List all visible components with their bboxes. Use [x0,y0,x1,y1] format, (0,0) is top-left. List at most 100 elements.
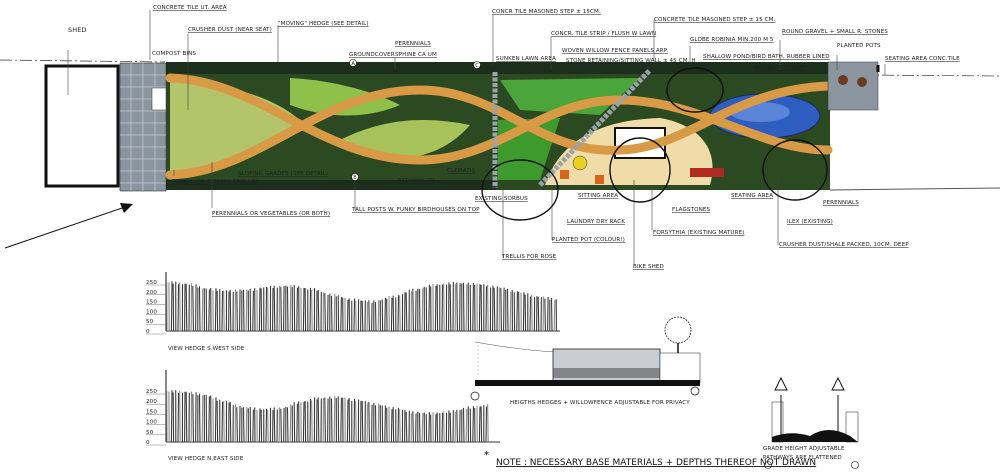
property-line [861,74,1000,77]
hedge-stem [405,292,408,332]
hedge-stem [384,405,386,443]
hedge-stem [355,401,357,443]
hedge-stem [516,291,518,332]
hedge-stem [208,289,210,332]
property-line [829,187,1000,191]
ground-section [475,380,700,386]
concrete-tile-strip [538,68,652,187]
hedge-stem [399,409,401,443]
hedge-stem [286,407,289,443]
hedge-stem [280,286,282,332]
label-bubbler: BUBBLER / FROTH [755,65,807,71]
hedge-stem [302,287,305,332]
axis-tick-label: 250 [146,280,157,286]
hedge-stem [223,290,225,332]
label-tall-posts: TALL POSTS W. FUNKY BIRDHOUSES ON TOP [351,207,480,213]
axis-tick-label: 50 [146,430,154,436]
label-concrete-tile-step: CONCRETE TILE MASONED STEP ± 15 CM. [654,17,776,23]
hedge-stem [368,300,370,332]
label-pathways: PATHWAY (S) [398,178,435,184]
hedge-stem [252,409,254,443]
hedge-stem [179,282,181,332]
label-sitting-area: SITTING AREA [578,193,618,199]
label-forsythia: FORSYTHIA (EXISTING MATURE) [653,230,745,236]
hedge-stem [390,409,393,443]
hedge-stem [317,289,320,332]
section-marker-a: A [349,59,357,67]
planted-pot-yellow [572,155,588,171]
hedge-stem [428,412,430,443]
axis-tick-label: 0 [146,440,150,446]
perennial-bed [340,120,470,158]
hedge-stem [265,286,268,332]
hedge-stem [434,285,437,332]
hedge-stem [198,286,201,332]
existing-sorbus-tree [481,159,559,221]
planted-pot [560,170,569,179]
hedge-stem [443,411,445,443]
hedge-stem [192,285,194,332]
hedge-stem [280,408,282,443]
hedge-stem [296,403,298,443]
hedge-stem [449,284,452,332]
graded-mound [772,430,858,442]
hedge-stem [252,290,254,332]
hedge-stem [333,396,336,443]
north-arrow [4,203,133,249]
label-laundry-dry-rack: LAUNDRY DRY RACK [567,219,625,225]
svg-text:B: B [353,175,357,181]
hedge-stem [465,408,468,443]
hedge-stem [478,406,481,443]
caption-sw: VIEW HEDGE S.WEST SIDE [168,346,245,352]
hedge-stem [198,393,201,443]
hedge-stem [170,281,173,332]
hedge-stem [353,298,356,332]
hedge-stem [487,284,489,332]
hedge-stem [346,299,349,332]
hedge-stem [296,287,298,332]
section-marker-a [851,461,859,469]
hedge-stem [289,284,292,332]
section-marker-b: B [351,173,359,181]
hedge-stem [177,392,180,443]
label-planted-pot-colour: PLANTED POT (COLOUR!) [552,237,625,243]
hedge-stem [192,394,194,443]
note-asterisk: * [484,450,489,461]
hedge-stem [340,297,342,332]
hedge-stem [245,289,248,332]
hedge-stem [236,291,238,332]
hedge-stem [245,407,248,443]
label-stone-retaining: STONE RETAINING/SITTING WALL ± 45 CM. H [566,58,696,64]
hedge-stem [522,292,525,332]
hedge-stem [374,302,377,332]
hedge-stem [428,284,430,332]
hedge-stem [185,391,188,443]
axis-tick-label: 200 [146,399,157,405]
svg-text:C: C [475,63,479,69]
ilex-shrub [762,139,828,201]
hedge-stem [368,402,370,443]
hedge-stem [201,288,204,332]
hedge-stem [229,401,232,443]
hedge-stem [311,290,313,332]
label-round-gravel: ROUND GRAVEL + SMALL R. STONES [782,29,888,35]
section-marker-b [690,386,700,396]
hedge-stem [258,287,261,332]
label-bike-shed: BIKE SHED [633,264,664,270]
hedge-stem [456,282,458,332]
axis-tick-label: 150 [146,409,157,415]
hedge-stem [258,408,261,443]
hedge-stem [553,300,556,332]
forsythia-shrub [609,137,671,203]
section-marker-c [470,391,480,401]
hedge-stem [242,407,245,443]
globe-robinia-tree [666,67,724,113]
planted-pot [857,77,867,87]
hedge-stem [421,288,424,332]
hedge-stem [311,400,313,443]
svg-text:A: A [352,61,356,67]
axis-tick-label: 100 [146,420,157,426]
label-leaders [67,10,886,265]
globe-robinia-elevation [664,316,692,344]
hedge-stem [223,401,225,443]
